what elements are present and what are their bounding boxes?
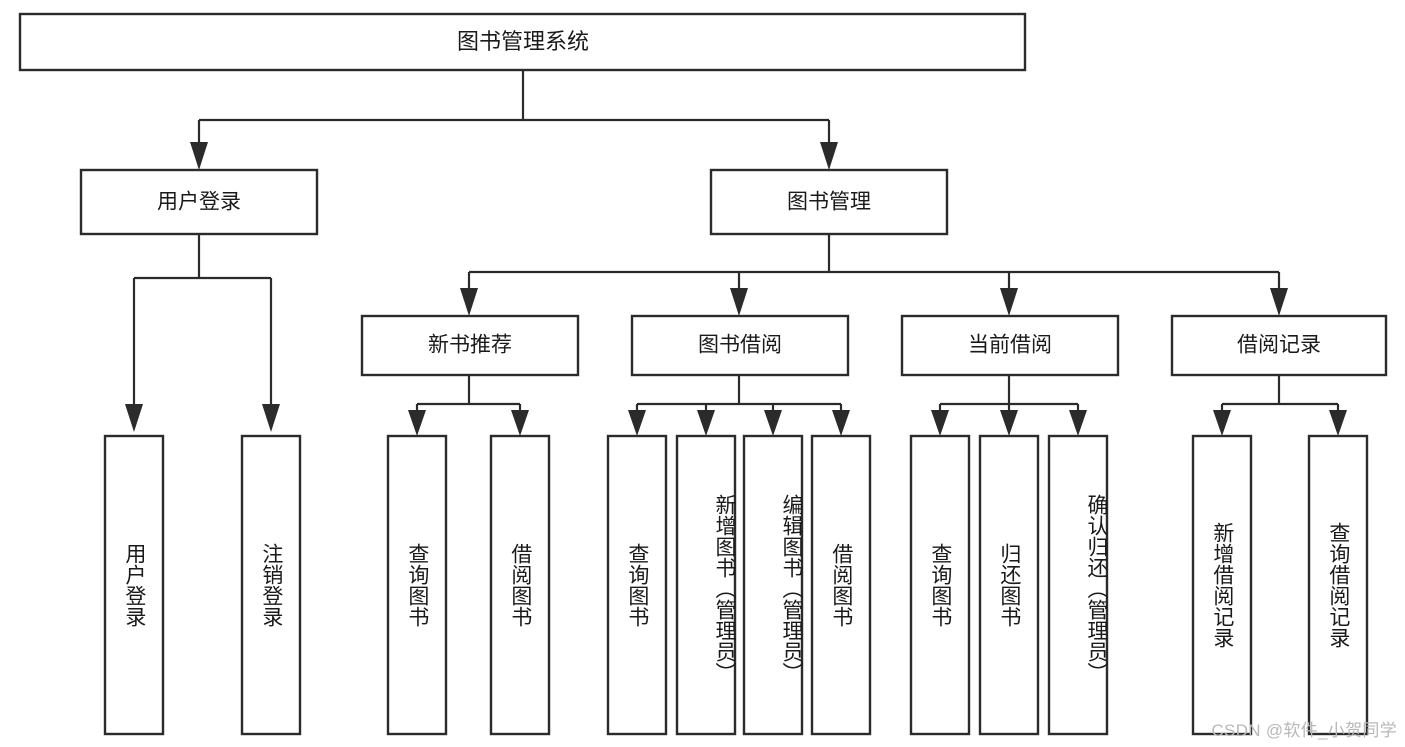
node-book-borrow-box[interactable]: [630, 314, 850, 377]
leaf-box-cb-return[interactable]: [978, 434, 1040, 736]
arrow-to-borrow-record: [1270, 288, 1288, 316]
arrow-to-book-borrow: [730, 288, 748, 316]
node-user-login-label: 用户登录: [157, 191, 241, 214]
node-user-login-box[interactable]: [79, 168, 319, 236]
node-new-book-label: 新书推荐: [428, 334, 512, 357]
leaf-box-cb-confirm[interactable]: [1047, 434, 1109, 736]
arrow-to-br-query: [1329, 410, 1347, 436]
leaf-box-bb-add[interactable]: [675, 434, 737, 736]
arrow-to-cb-query: [931, 410, 949, 436]
leaf-box-user-login[interactable]: [103, 434, 165, 736]
connector-group: [125, 70, 1347, 436]
arrow-to-bb-edit: [764, 410, 782, 436]
arrow-to-bb-add: [697, 410, 715, 436]
node-borrow-record-box[interactable]: [1170, 314, 1388, 377]
leaf-box-bb-borrow[interactable]: [810, 434, 872, 736]
node-book-mgmt-box[interactable]: [709, 168, 949, 236]
arrow-to-user-login: [190, 142, 208, 170]
arrow-to-book-mgmt: [820, 142, 838, 170]
node-root-label: 图书管理系统: [457, 29, 589, 54]
leaf-box-newbook-borrow[interactable]: [489, 434, 551, 736]
node-current-borrow-box[interactable]: [900, 314, 1120, 377]
leaf-box-bb-query[interactable]: [606, 434, 668, 736]
node-borrow-record-label: 借阅记录: [1237, 334, 1321, 357]
node-book-borrow-label: 图书借阅: [698, 334, 782, 357]
leaf-box-br-query[interactable]: [1307, 434, 1369, 736]
arrow-to-leaf-user-login: [125, 404, 143, 432]
node-new-book-box[interactable]: [360, 314, 580, 377]
arrow-to-bb-query: [628, 410, 646, 436]
csdn-watermark: CSDN @软件_小贺同学: [1211, 721, 1397, 740]
arrow-to-newbook-query: [408, 410, 426, 436]
arrow-to-current-borrow: [1000, 288, 1018, 316]
leaf-box-logout[interactable]: [240, 434, 302, 736]
node-book-mgmt-label: 图书管理: [787, 191, 871, 214]
arrow-to-cb-return: [1000, 410, 1018, 436]
leaf-box-newbook-query[interactable]: [386, 434, 448, 736]
node-root-box[interactable]: [18, 12, 1027, 72]
arrow-to-bb-borrow: [832, 410, 850, 436]
arrow-to-leaf-logout: [262, 404, 280, 432]
arrow-to-newbook-borrow: [511, 410, 529, 436]
arrow-to-cb-confirm: [1069, 410, 1087, 436]
arrow-to-new-book: [460, 288, 478, 316]
arrow-to-br-add: [1213, 410, 1231, 436]
leaf-box-bb-edit[interactable]: [742, 434, 804, 736]
node-current-borrow-label: 当前借阅: [968, 334, 1052, 357]
node-label-group: 图书管理系统 用户登录 图书管理 新书推荐 图书借阅 当前借阅 借阅记录: [157, 29, 1321, 357]
leaf-box-br-add[interactable]: [1191, 434, 1253, 736]
node-box-group: [18, 12, 1388, 736]
leaf-box-cb-query[interactable]: [909, 434, 971, 736]
